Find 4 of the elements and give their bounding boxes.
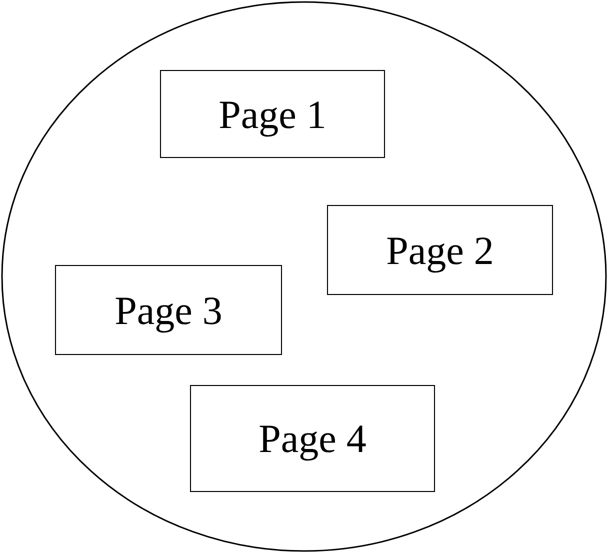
page-box: Page 3 [55,265,282,355]
page-box: Page 4 [190,385,435,492]
page-box: Page 1 [160,70,385,158]
page-box: Page 2 [327,205,553,295]
